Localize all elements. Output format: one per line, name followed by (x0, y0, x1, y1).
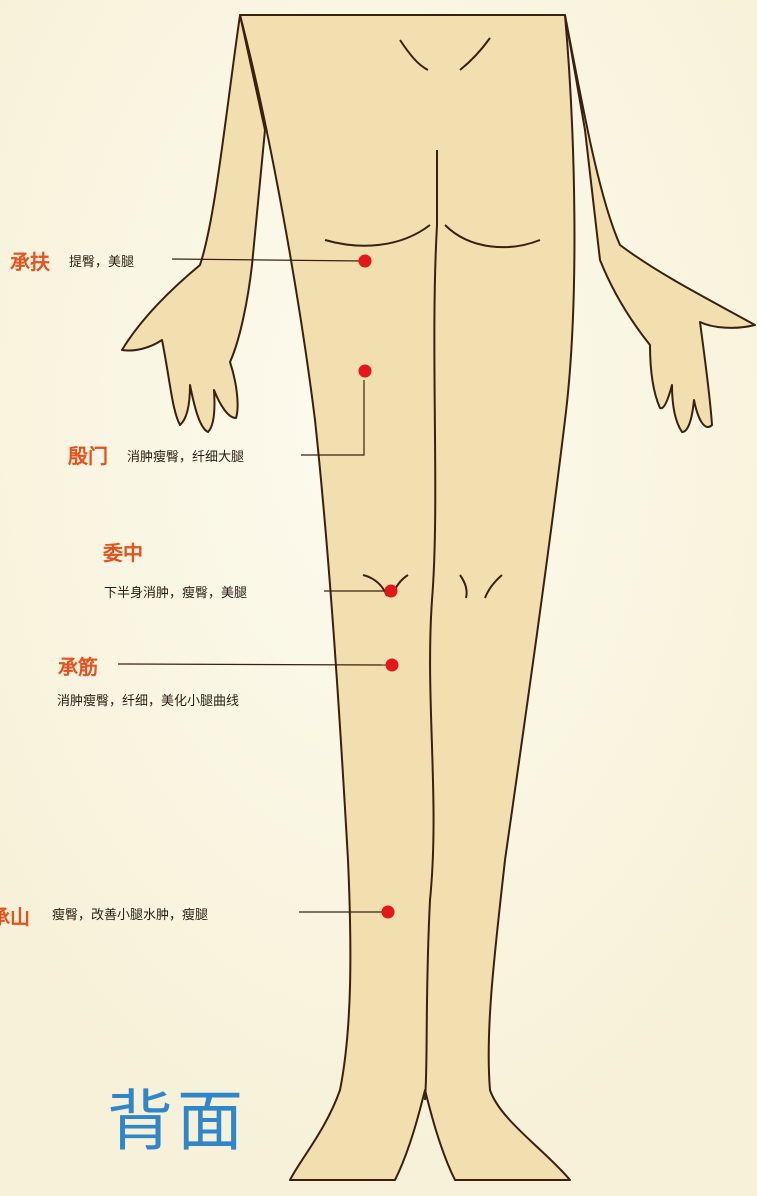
acupoint-weizhong-desc: 下半身消肿，瘦臀，美腿 (104, 582, 247, 601)
acupoint-chengshan-marker (382, 906, 395, 919)
acupoint-chengfu-marker (359, 255, 372, 268)
acupoint-yinmen-desc: 消肿瘦臀，纤细大腿 (127, 446, 244, 465)
acupoint-weizhong-name: 委中 (103, 537, 143, 566)
acupoint-chengshan-name: 承山 (0, 901, 30, 930)
acupoint-chengjin-marker (386, 659, 399, 672)
view-label: 背面 (107, 1068, 247, 1164)
acupoint-yinmen-name: 殷门 (68, 440, 108, 469)
acupoint-chengjin-name: 承筋 (58, 651, 98, 680)
acupoint-chengshan-desc: 瘦臀，改善小腿水肿，瘦腿 (52, 904, 208, 923)
acupoint-chengjin-desc: 消肿瘦臀，纤细，美化小腿曲线 (57, 690, 239, 709)
acupoint-chengfu-name: 承扶 (10, 246, 50, 275)
acupoint-weizhong-marker (385, 585, 398, 598)
acupoint-yinmen-marker (359, 365, 372, 378)
acupoint-chengfu-desc: 提臀，美腿 (69, 251, 134, 270)
